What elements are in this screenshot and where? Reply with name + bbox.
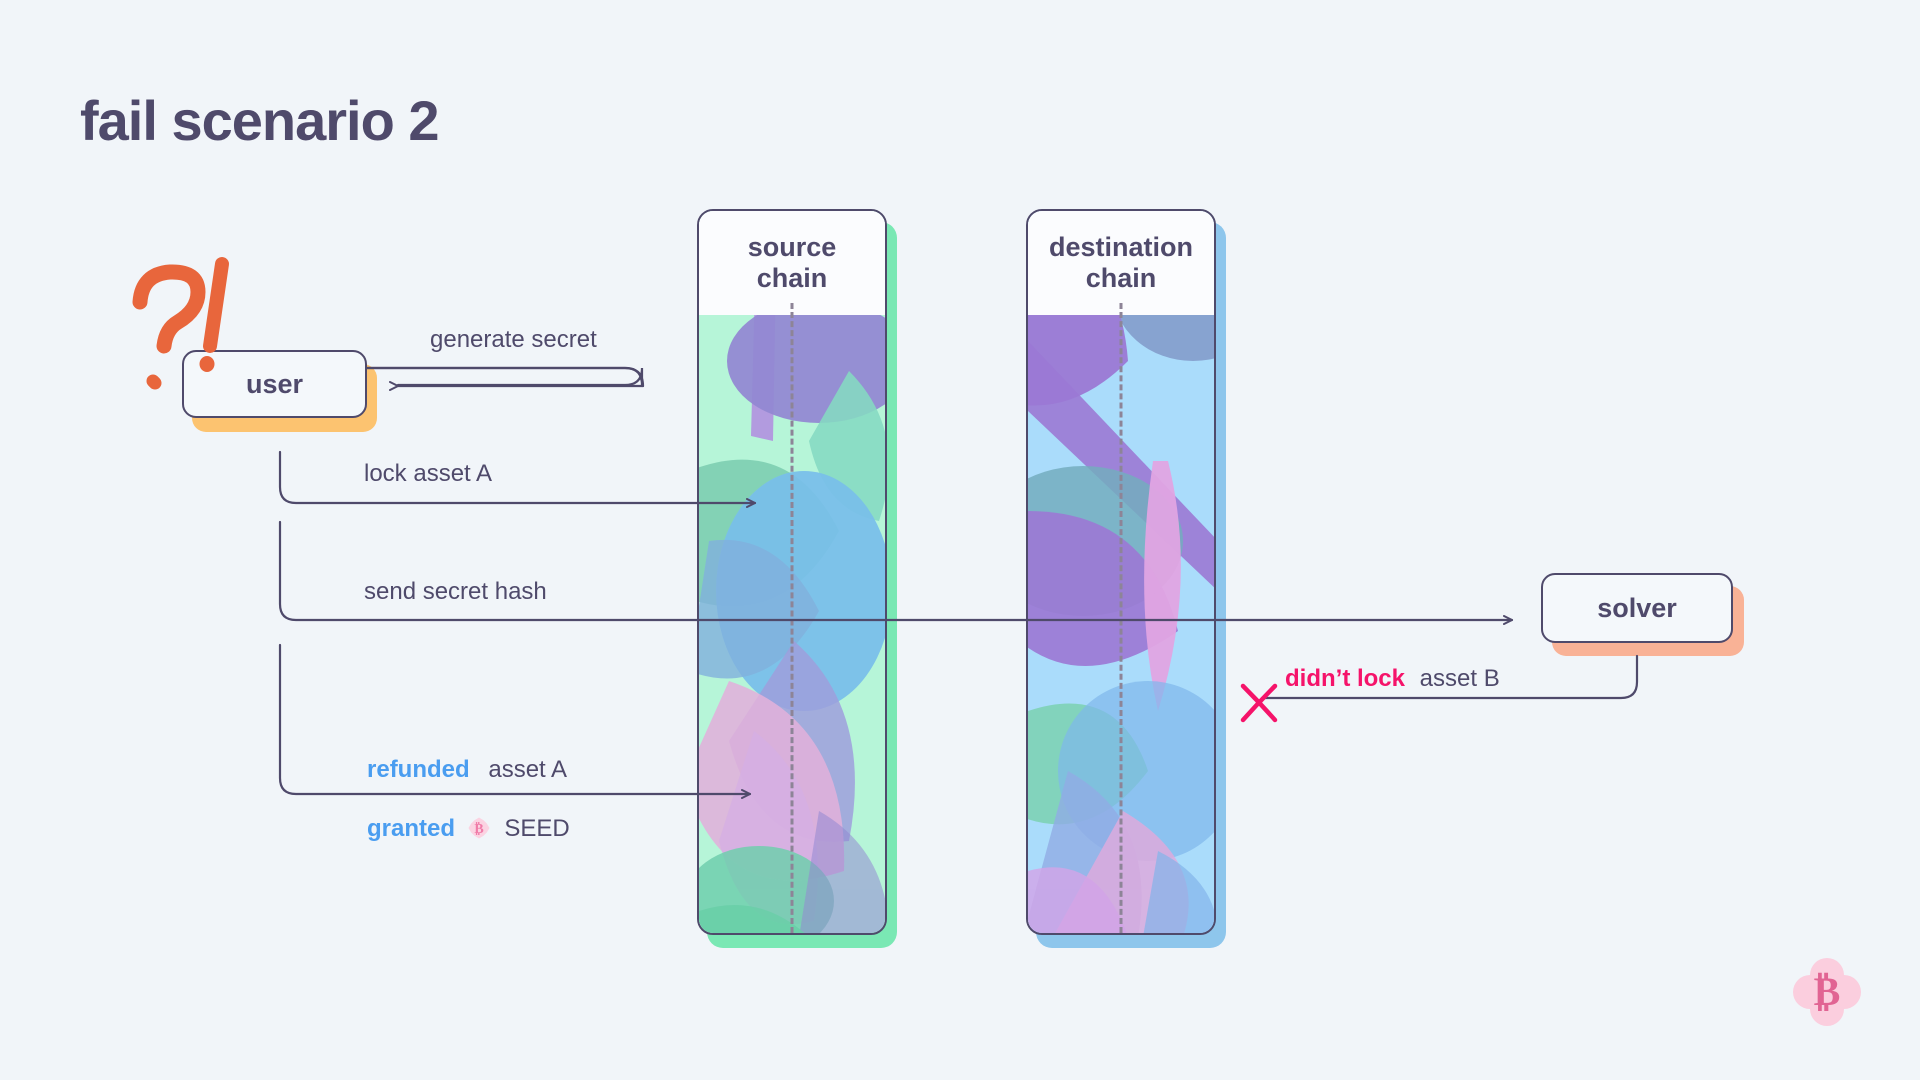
label-send-secret-hash-text: send secret hash: [364, 578, 547, 605]
svg-text:₿: ₿: [474, 821, 483, 837]
destination-chain-header: destination chain: [1028, 211, 1214, 315]
label-granted-prefix: granted: [367, 815, 456, 842]
label-didnt-lock-asset-b: didn’t lock asset B: [1285, 665, 1500, 693]
label-didnt-lock-prefix: didn’t lock: [1285, 665, 1405, 692]
user-node-label: user: [245, 368, 304, 399]
question-exclaim-mark: [126, 250, 256, 415]
label-generate-secret: generate secret: [430, 326, 597, 354]
source-chain-title-line1: source: [747, 232, 837, 263]
x-mark: [1236, 680, 1282, 731]
bitcoin-glyph: ₿: [1814, 969, 1841, 1014]
source-chain-timeline: [790, 303, 794, 933]
wire-lock-asset-a: [278, 450, 757, 508]
label-refunded-asset-a: refunded asset A: [367, 756, 567, 784]
destination-chain[interactable]: destination chain: [1026, 209, 1216, 935]
label-didnt-lock-asset-b-text: asset B: [1419, 665, 1500, 692]
label-lock-asset-a-text: lock asset A: [364, 460, 493, 487]
seed-token-icon: ₿: [468, 817, 490, 839]
destination-chain-title-line1: destination: [1048, 232, 1193, 263]
destination-chain-title-line2: chain: [1085, 263, 1157, 293]
source-chain-title-line2: chain: [756, 263, 828, 293]
label-refunded-prefix: refunded: [367, 756, 470, 783]
solver-node-label: solver: [1597, 592, 1677, 623]
seed-bitcoin-logo[interactable]: ₿: [1792, 957, 1862, 1032]
source-chain[interactable]: source chain: [697, 209, 887, 935]
page-title: fail scenario 2: [80, 89, 440, 152]
wire-generate-secret: [365, 366, 645, 391]
label-granted-seed-text: SEED: [504, 815, 570, 842]
solver-node[interactable]: solver: [1541, 573, 1733, 643]
label-refunded-asset-a-text: asset A: [488, 756, 568, 783]
label-lock-asset-a: lock asset A: [364, 460, 492, 488]
label-granted-seed: granted ₿ SEED: [367, 815, 570, 843]
label-send-secret-hash: send secret hash: [364, 578, 547, 606]
destination-chain-timeline: [1119, 303, 1123, 933]
source-chain-header: source chain: [699, 211, 885, 315]
label-generate-secret-text: generate secret: [430, 326, 597, 353]
